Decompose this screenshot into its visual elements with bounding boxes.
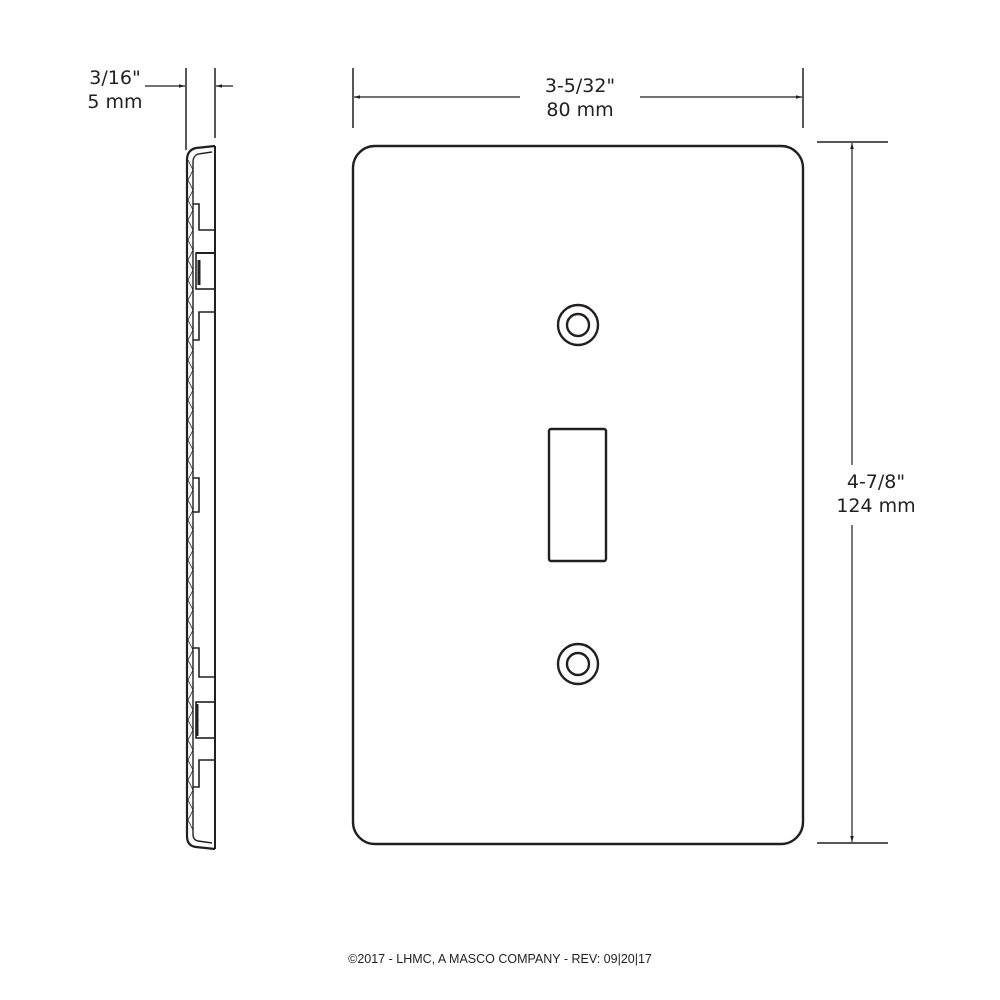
screw-hole-bottom	[556, 642, 600, 686]
toggle-opening	[547, 427, 608, 563]
height-imperial: 4-7/8"	[846, 471, 906, 493]
copyright-footer: ©2017 - LHMC, A MASCO COMPANY - REV: 09|…	[348, 952, 652, 966]
height-metric: 124 mm	[836, 495, 916, 517]
width-imperial: 3-5/32"	[544, 75, 616, 97]
plate-outline	[351, 144, 805, 846]
width-dimension-label: 3-5/32" 80 mm	[520, 74, 640, 122]
thickness-dimension-label: 3/16" 5 mm	[70, 66, 160, 114]
width-metric: 80 mm	[546, 99, 614, 121]
side-profile-view	[145, 68, 233, 851]
front-view	[351, 68, 888, 846]
height-dimension-label: 4-7/8" 124 mm	[826, 470, 926, 518]
thickness-metric: 5 mm	[87, 91, 143, 113]
screw-hole-top	[556, 303, 600, 347]
thickness-imperial: 3/16"	[89, 67, 141, 89]
